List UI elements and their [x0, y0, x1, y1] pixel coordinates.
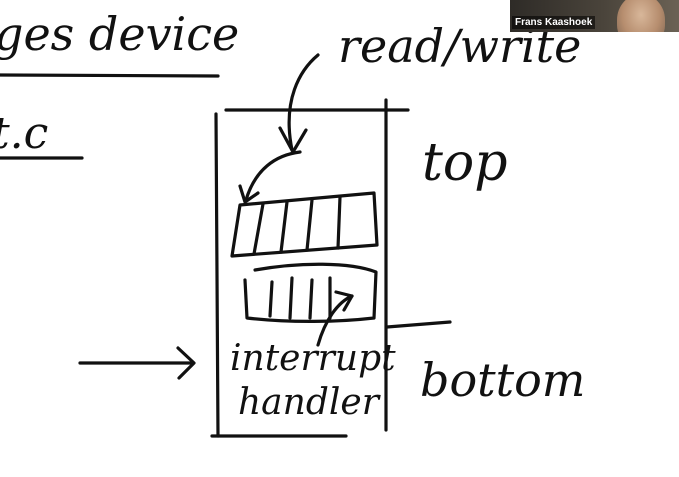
- top-label: top: [422, 133, 508, 193]
- participant-video-tile[interactable]: Frans Kaashoek: [510, 0, 679, 32]
- handler-arrow-head: [334, 290, 354, 312]
- heading-underline: [0, 73, 220, 78]
- upper-buffer: [230, 191, 379, 258]
- top-bottom-divider: [385, 320, 452, 329]
- bottom-label: bottom: [420, 353, 585, 407]
- interrupt-input-arrow-head: [176, 346, 196, 380]
- handler-arrow-shaft: [316, 294, 354, 347]
- heading-fragment-text: ges device: [0, 7, 239, 61]
- driver-left-wall: [214, 112, 220, 438]
- buffer-curve-arrow-shaft: [244, 150, 302, 202]
- interrupt-label: interrupt: [230, 338, 396, 379]
- participant-video-icon: [617, 0, 665, 32]
- handler-label: handler: [238, 382, 381, 423]
- lower-buffer: [243, 262, 378, 323]
- read-write-arrow-shaft: [287, 53, 320, 152]
- subheading-fragment-text: t.c: [0, 108, 48, 159]
- participant-name-label: Frans Kaashoek: [512, 16, 596, 29]
- buffer-curve-arrow-head: [238, 184, 260, 204]
